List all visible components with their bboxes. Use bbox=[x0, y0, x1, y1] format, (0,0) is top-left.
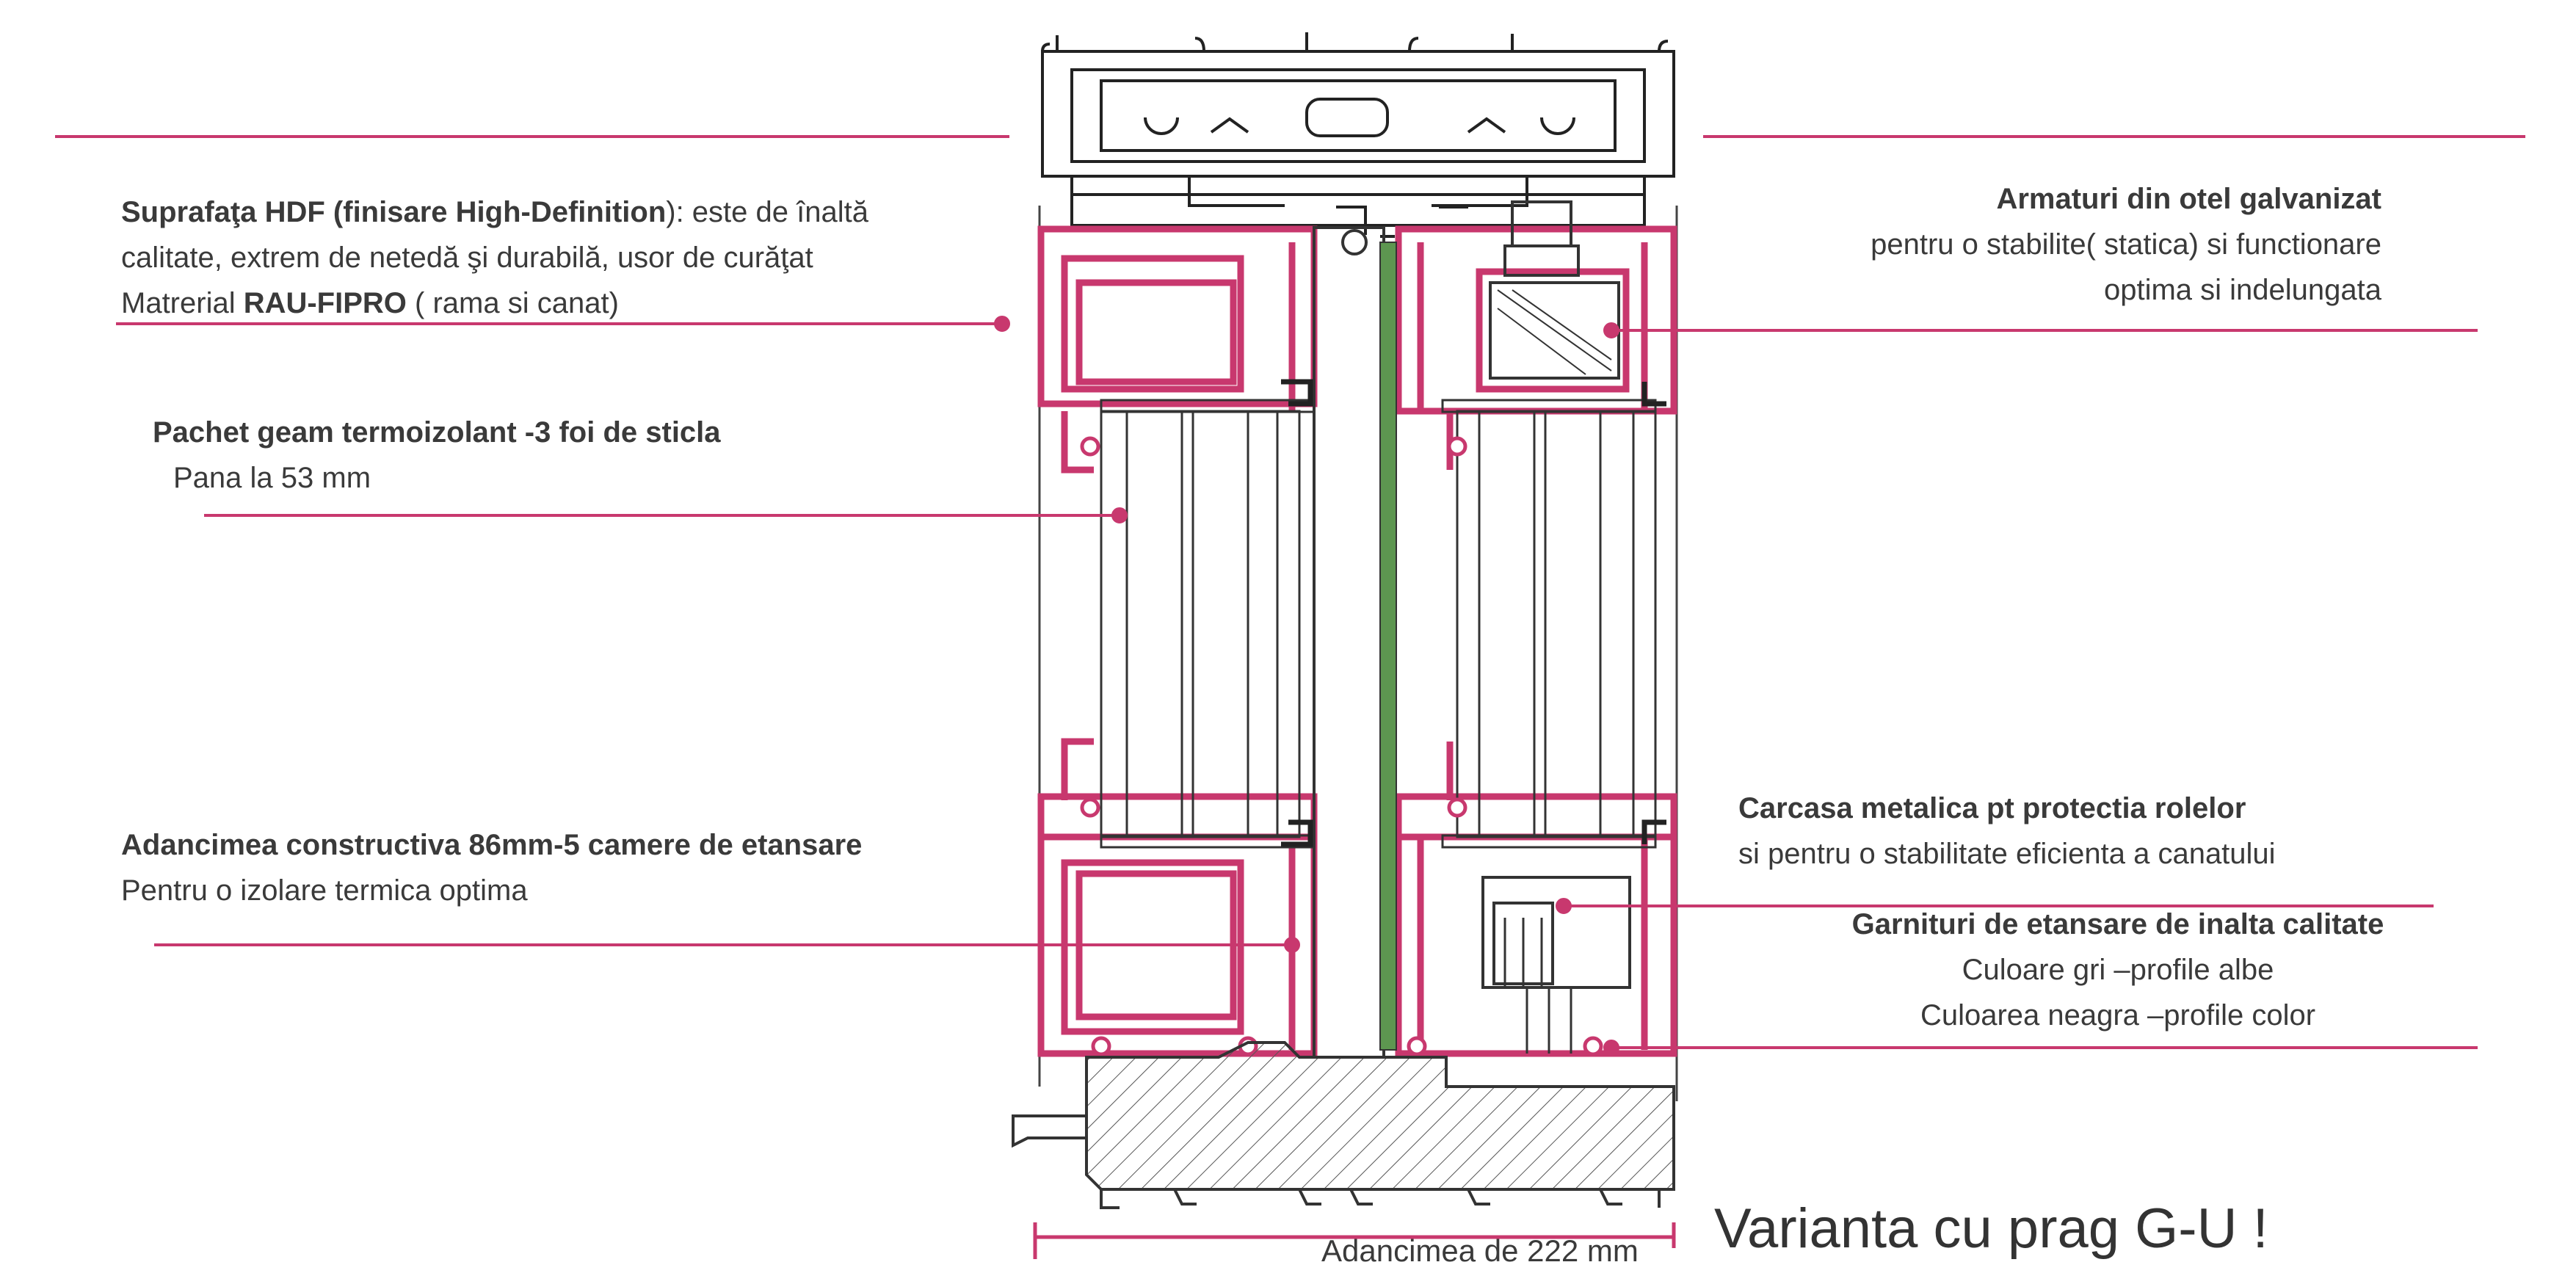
label-hdf-line3-post: ( rama si canat) bbox=[406, 287, 619, 319]
threshold bbox=[1012, 1041, 1675, 1209]
roller-housing bbox=[1481, 876, 1631, 1054]
label-hdf-line2: calitate, extrem de netedă şi durabilă, … bbox=[121, 242, 813, 274]
label-reinforcement-line3: optima si indelungata bbox=[2103, 274, 2381, 306]
label-hdf-line3-pre: Matrerial bbox=[121, 287, 244, 319]
label-glass-title: Pachet geam termoizolant -3 foi de sticl… bbox=[153, 416, 721, 449]
central-interlock bbox=[1281, 226, 1666, 1059]
label-gaskets-line3: Culoarea neagra –profile color bbox=[1920, 999, 2316, 1032]
label-depth-title: Adancimea constructiva 86mm-5 camere de … bbox=[121, 829, 863, 861]
label-housing-sub: si pentru o stabilitate eficienta a cana… bbox=[1738, 838, 2276, 870]
depth-dimension-label: Adancimea de 222 mm bbox=[1321, 1233, 1639, 1268]
variant-title: Varianta cu prag G-U ! bbox=[1714, 1197, 2268, 1260]
left-sash-profile bbox=[1037, 225, 1318, 1057]
label-glass-package: Pachet geam termoizolant -3 foi de sticl… bbox=[153, 410, 721, 501]
label-roller-housing: Carcasa metalica pt protectia rolelor si… bbox=[1738, 786, 2276, 877]
seal-points bbox=[1080, 436, 1603, 1056]
label-hdf-surface: Suprafaţa HDF (finisare High-Definition)… bbox=[121, 189, 868, 326]
label-hdf-line3-bold: RAU-FIPRO bbox=[243, 287, 407, 319]
label-depth-sub: Pentru o izolare termica optima bbox=[121, 874, 528, 907]
label-reinforcement-title: Armaturi din otel galvanizat bbox=[1996, 183, 2381, 215]
label-gaskets-title: Garnituri de etansare de inalta calitate bbox=[1851, 908, 2384, 940]
callout-lines bbox=[55, 135, 2525, 1056]
label-construction-depth: Adancimea constructiva 86mm-5 camere de … bbox=[121, 822, 862, 913]
right-glass-unit bbox=[1441, 399, 1657, 849]
left-glass-unit bbox=[1100, 399, 1316, 849]
label-gaskets-line2: Culoare gri –profile albe bbox=[1962, 954, 2274, 986]
depth-dimension-line bbox=[1033, 1222, 1676, 1259]
label-reinforcement-line2: pentru o stabilite( statica) si function… bbox=[1871, 228, 2381, 261]
top-track bbox=[1041, 32, 1675, 238]
label-gaskets: Garnituri de etansare de inalta calitate… bbox=[1835, 902, 2401, 1038]
label-hdf-line1-bold: Suprafaţa HDF (finisare High-Definition bbox=[121, 196, 667, 228]
label-reinforcement: Armaturi din otel galvanizat pentru o st… bbox=[1871, 176, 2381, 313]
label-glass-sub: Pana la 53 mm bbox=[173, 462, 371, 494]
label-hdf-line1-rest: ): este de înaltă bbox=[666, 196, 868, 228]
label-housing-title: Carcasa metalica pt protectia rolelor bbox=[1738, 792, 2246, 824]
